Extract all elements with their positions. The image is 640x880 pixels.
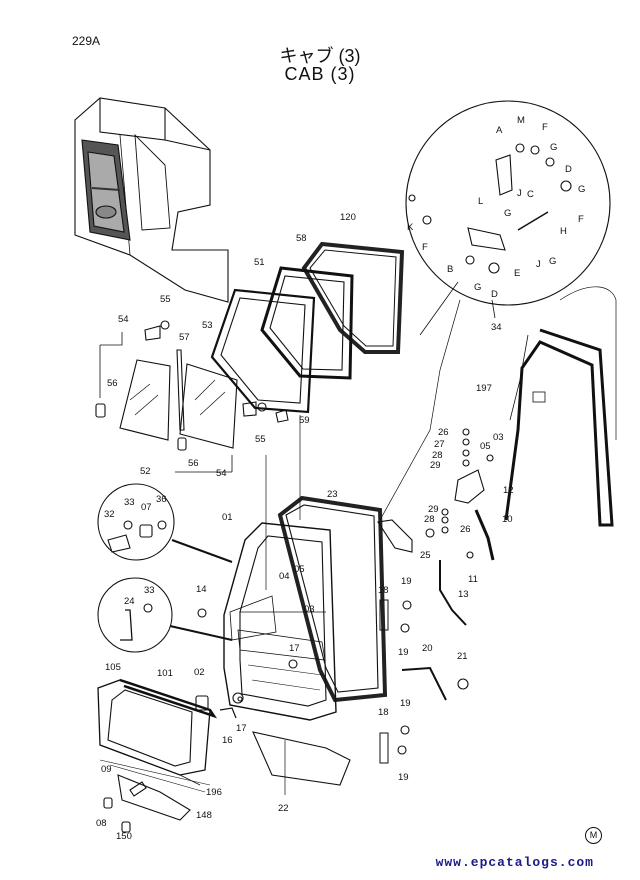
label-F: F xyxy=(578,214,584,225)
label-07: 07 xyxy=(141,502,152,513)
label-55: 55 xyxy=(160,294,171,305)
label-196: 196 xyxy=(206,787,222,798)
label-17: 17 xyxy=(236,723,247,734)
label-25: 25 xyxy=(420,550,431,561)
label-20: 20 xyxy=(422,643,433,654)
window-glass-group xyxy=(95,241,405,473)
lower-glass-group xyxy=(97,678,218,833)
label-148: 148 xyxy=(196,810,212,821)
label-J: J xyxy=(517,188,522,199)
label-H: H xyxy=(560,226,567,237)
label-G: G xyxy=(504,208,511,219)
label-L: L xyxy=(478,196,483,207)
label-G: G xyxy=(474,282,481,293)
label-19: 19 xyxy=(398,772,409,783)
label-B: B xyxy=(447,264,453,275)
label-17: 17 xyxy=(289,643,300,654)
label-G: G xyxy=(578,184,585,195)
page-title: CAB (3) xyxy=(284,64,356,84)
label-14: 14 xyxy=(196,584,207,595)
page-id: 229A xyxy=(72,34,101,48)
label-04: 04 xyxy=(279,571,290,582)
label-K: K xyxy=(407,222,414,233)
door-seal-detail xyxy=(504,286,617,527)
label-03: 03 xyxy=(304,604,315,615)
label-27: 27 xyxy=(434,439,445,450)
footer-website[interactable]: www.epcatalogs.com xyxy=(435,855,594,870)
label-03: 03 xyxy=(493,432,504,443)
label-29: 29 xyxy=(428,504,439,515)
label-19: 19 xyxy=(401,576,412,587)
label-54: 54 xyxy=(118,314,129,325)
label-02: 02 xyxy=(194,667,205,678)
label-13: 13 xyxy=(458,589,469,600)
label-52: 52 xyxy=(140,466,151,477)
label-33: 33 xyxy=(144,585,155,596)
label-23: 23 xyxy=(327,489,338,500)
label-08: 08 xyxy=(96,818,107,829)
label-F: F xyxy=(542,122,548,133)
label-26: 26 xyxy=(460,524,471,535)
label-54: 54 xyxy=(216,468,227,479)
label-F: F xyxy=(422,242,428,253)
label-11: 11 xyxy=(468,574,478,585)
label-105: 105 xyxy=(105,662,121,673)
label-J: J xyxy=(536,259,541,270)
label-58: 58 xyxy=(296,233,307,244)
label-16: 16 xyxy=(222,735,233,746)
label-D: D xyxy=(565,164,572,175)
label-53: 53 xyxy=(202,320,213,331)
label-01: 01 xyxy=(222,512,233,523)
label-12: 12 xyxy=(503,485,514,496)
label-101: 101 xyxy=(157,668,173,679)
label-18: 18 xyxy=(378,707,389,718)
callout-labels: 120 58 51 53 57 54 55 56 52 56 54 55 59 … xyxy=(96,115,585,842)
label-55: 55 xyxy=(255,434,266,445)
label-28: 28 xyxy=(432,450,443,461)
label-09: 09 xyxy=(101,764,112,775)
registered-mark-icon: M xyxy=(585,827,602,844)
circle-detail-24-33 xyxy=(97,577,233,653)
label-28: 28 xyxy=(424,514,435,525)
label-197: 197 xyxy=(476,383,492,394)
label-A: A xyxy=(496,125,503,136)
label-33: 33 xyxy=(124,497,135,508)
label-G: G xyxy=(549,256,556,267)
label-05: 05 xyxy=(294,564,305,575)
label-22: 22 xyxy=(278,803,289,814)
label-56: 56 xyxy=(107,378,118,389)
door-assembly xyxy=(195,415,469,795)
label-C: C xyxy=(527,189,534,200)
label-24: 24 xyxy=(124,596,135,607)
label-19: 19 xyxy=(398,647,409,658)
label-150: 150 xyxy=(116,831,132,842)
label-10: 10 xyxy=(502,514,513,525)
label-120: 120 xyxy=(340,212,356,223)
label-56: 56 xyxy=(188,458,199,469)
label-32: 32 xyxy=(104,509,115,520)
label-18: 18 xyxy=(378,585,389,596)
label-G: G xyxy=(550,142,557,153)
label-D: D xyxy=(491,289,498,300)
cab-overview xyxy=(74,97,229,303)
label-51: 51 xyxy=(254,257,265,268)
label-36: 36 xyxy=(156,494,167,505)
latch-detail xyxy=(377,299,495,626)
label-M: M xyxy=(517,115,525,126)
label-34: 34 xyxy=(491,322,502,333)
label-26: 26 xyxy=(438,427,449,438)
label-59: 59 xyxy=(299,415,310,426)
circle-detail-32-33 xyxy=(97,483,233,563)
label-21: 21 xyxy=(457,651,468,662)
label-05: 05 xyxy=(480,441,491,452)
page-title-japanese: キャブ (3) xyxy=(279,46,361,66)
hinge-circle-detail xyxy=(405,100,611,336)
label-19: 19 xyxy=(400,698,411,709)
label-57: 57 xyxy=(179,332,190,343)
label-E: E xyxy=(514,268,520,279)
label-29: 29 xyxy=(430,460,441,471)
